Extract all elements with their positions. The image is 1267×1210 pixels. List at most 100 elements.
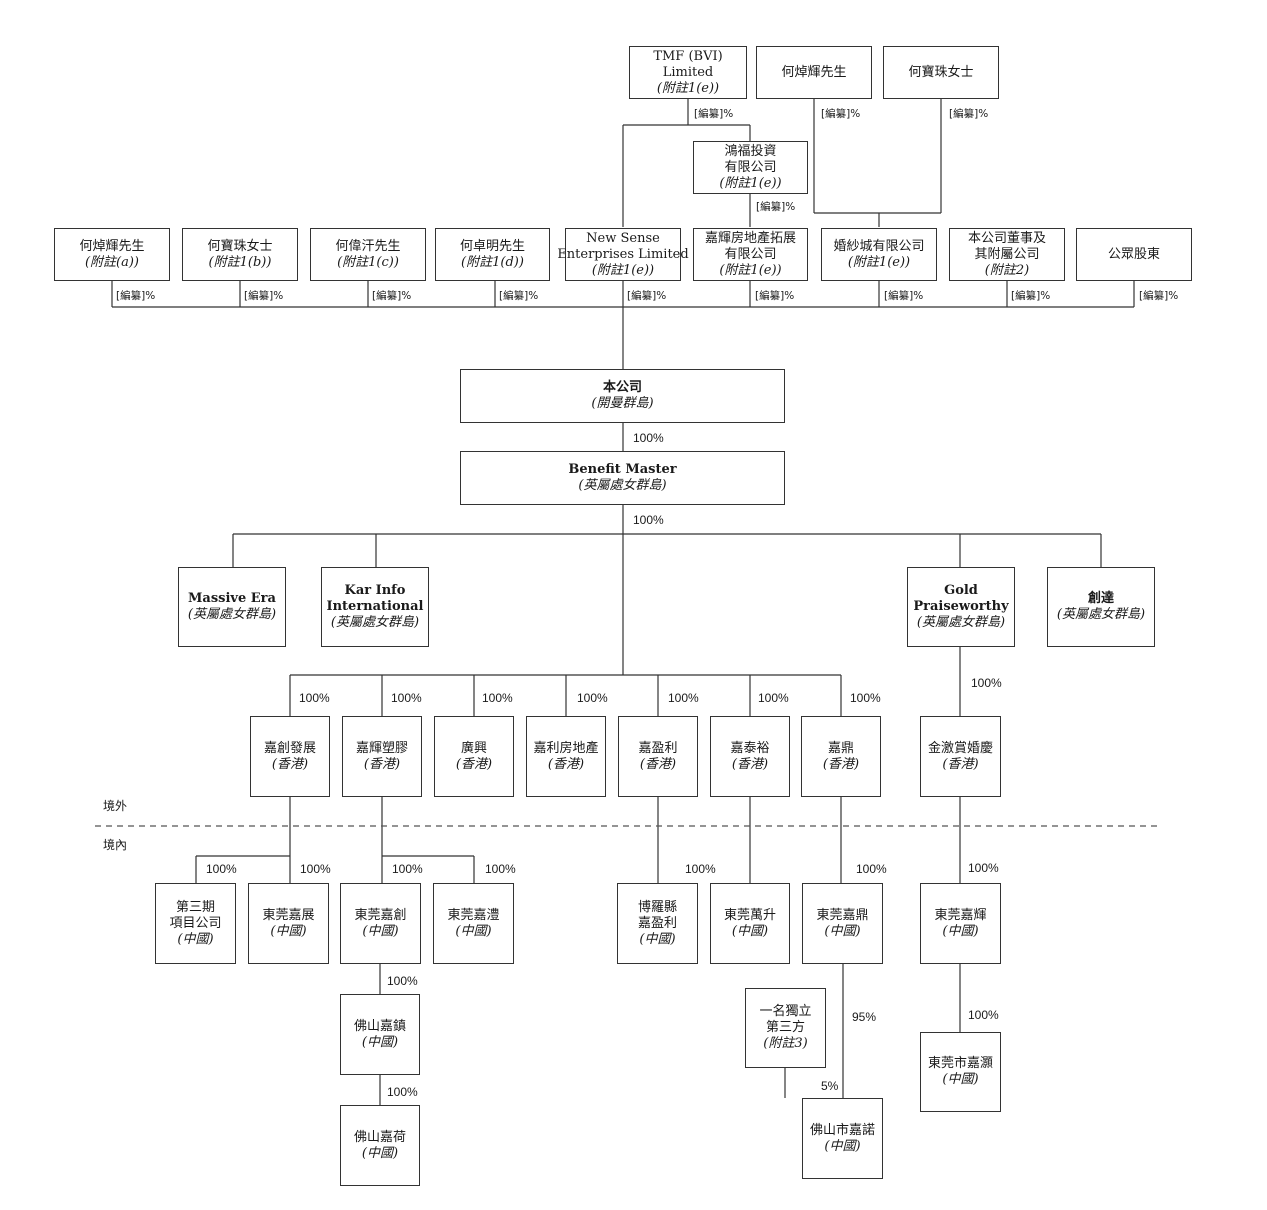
shareholder-pct: [編纂]%: [755, 290, 795, 302]
tmf-bvi-box: TMF (BVI) Limited (附註1(e)): [629, 46, 747, 99]
prc-sub-place: (中國): [177, 931, 214, 947]
shareholder-box: 婚紗城有限公司 (附註1(e)): [821, 228, 937, 281]
hung-fook-line2: 有限公司: [724, 159, 777, 175]
prc-sub-box: 博羅縣 嘉盈利 (中國): [617, 883, 698, 964]
shareholder-name-line2: Enterprises Limited: [557, 246, 689, 262]
shareholder-pct: [編纂]%: [884, 290, 924, 302]
company-place: (開曼群島): [591, 396, 654, 411]
foshan-jiazhen-place: (中國): [361, 1034, 399, 1050]
benefit-master-place: (英屬處女群島): [578, 478, 667, 493]
prc-sub-box: 東莞嘉展 (中國): [248, 883, 329, 964]
hk-sub-name: 嘉利房地產: [533, 740, 599, 756]
prc-sub-name: 第三期: [175, 899, 215, 915]
hk-sub-place: (香港): [363, 756, 401, 772]
shareholder-pct: [編纂]%: [244, 290, 284, 302]
hung-fook-pct: [編纂]%: [756, 201, 796, 213]
tmf-line2: Limited: [662, 64, 714, 80]
hk-sub-pct: 100%: [850, 691, 881, 705]
prc-sub-name: 東莞嘉展: [262, 907, 315, 923]
foshan-jiazhen-name: 佛山嘉鎮: [353, 1018, 406, 1034]
prc-sub-box: 東莞嘉鼎 (中國): [802, 883, 883, 964]
prc-sub-name: 東莞嘉創: [354, 907, 407, 923]
bvi-sub-name: 創達: [1087, 591, 1114, 606]
bvi-sub-place: (英屬處女群島): [1056, 607, 1146, 622]
prc-sub-box: 東莞嘉輝 (中國): [920, 883, 1001, 964]
shareholder-name: 本公司董事及: [967, 230, 1046, 246]
third-party-pct: 5%: [821, 1079, 839, 1093]
prc-sub-name: 博羅縣: [637, 899, 677, 915]
dongguan-jiahao-box: 東莞市嘉灝 (中國): [920, 1032, 1001, 1112]
bvi-sub-place: (英屬處女群島): [916, 615, 1006, 630]
ho-cheuk-fai-top-name: 何焯輝先生: [781, 64, 847, 80]
prc-sub-name-line2: 項目公司: [169, 915, 222, 931]
prc-sub-box: 東莞萬升 (中國): [710, 883, 790, 964]
bvi-sub-name: Gold: [944, 583, 978, 598]
benefit-master-pct-in: 100%: [633, 431, 664, 445]
hk-sub-pct: 100%: [971, 676, 1002, 690]
shareholder-name-line2: 有限公司: [724, 246, 777, 262]
hk-sub-place: (香港): [639, 756, 677, 772]
hk-sub-name: 嘉盈利: [638, 740, 678, 756]
foshan-jiahe-box: 佛山嘉荷 (中國): [340, 1105, 420, 1186]
shareholder-note: (附註1(e)): [719, 262, 782, 278]
shareholder-name: 嘉輝房地產拓展: [704, 230, 796, 246]
foshan-jiazhen-pct: 100%: [387, 974, 418, 988]
prc-sub-place: (中國): [639, 931, 676, 947]
hk-sub-name: 嘉鼎: [827, 740, 854, 756]
shareholder-name-line2: 其附屬公司: [974, 246, 1040, 262]
shareholder-box: 何焯輝先生 (附註(a)): [54, 228, 170, 281]
hk-sub-box: 嘉創發展 (香港): [250, 716, 330, 797]
hung-fook-line1: 鴻福投資: [724, 143, 777, 159]
bvi-sub-name-line2: Praiseworthy: [913, 599, 1009, 614]
shareholder-pct: [編纂]%: [372, 290, 412, 302]
shareholder-name: 何卓明先生: [459, 238, 525, 254]
hk-sub-name: 嘉輝塑膠: [355, 740, 408, 756]
third-party-note: (附註3): [763, 1036, 808, 1051]
ho-po-chu-top-name: 何寶珠女士: [908, 64, 974, 80]
bvi-sub-box: 創達 (英屬處女群島): [1047, 567, 1155, 647]
hk-sub-box: 嘉鼎 (香港): [801, 716, 881, 797]
shareholder-note: (附註1(c)): [337, 254, 399, 270]
prc-sub-box: 東莞嘉創 (中國): [340, 883, 421, 964]
hk-sub-place: (香港): [731, 756, 769, 772]
dongguan-jiahao-pct: 100%: [968, 1008, 999, 1022]
prc-sub-name: 東莞嘉澧: [447, 907, 500, 923]
benefit-master-pct-out: 100%: [633, 513, 664, 527]
prc-sub-place: (中國): [942, 923, 979, 939]
dongguan-jiahao-name: 東莞市嘉灝: [927, 1056, 993, 1071]
shareholder-box: 何卓明先生 (附註1(d)): [435, 228, 550, 281]
shareholder-name: 公眾股東: [1107, 246, 1160, 262]
hung-fook-note: (附註1(e)): [719, 175, 782, 191]
shareholder-pct: [編纂]%: [1139, 290, 1179, 302]
hk-sub-pct: 100%: [758, 691, 789, 705]
benefit-master-box: Benefit Master (英屬處女群島): [460, 451, 785, 505]
prc-sub-place: (中國): [455, 923, 492, 939]
foshan-jianuo-place: (中國): [824, 1138, 861, 1154]
shareholder-name: 何焯輝先生: [79, 238, 145, 254]
shareholder-note: (附註(a)): [84, 254, 140, 270]
tmf-line1: TMF (BVI): [653, 48, 723, 64]
prc-sub-name-line2: 嘉盈利: [637, 915, 677, 931]
shareholder-box: 本公司董事及 其附屬公司 (附註2): [949, 228, 1065, 281]
hk-sub-pct: 100%: [299, 691, 330, 705]
prc-sub-name: 東莞嘉鼎: [816, 907, 869, 923]
hk-sub-place: (香港): [547, 756, 585, 772]
shareholder-name: 何偉汗先生: [335, 238, 401, 254]
prc-sub-box: 東莞嘉澧 (中國): [433, 883, 514, 964]
shareholder-pct: [編纂]%: [627, 290, 667, 302]
hk-sub-box: 嘉利房地產 (香港): [526, 716, 606, 797]
dongguan-jiahao-place: (中國): [942, 1072, 979, 1087]
shareholder-note: (附註1(e)): [591, 262, 655, 278]
shareholder-box: New Sense Enterprises Limited (附註1(e)): [557, 228, 689, 281]
hk-sub-box: 嘉盈利 (香港): [618, 716, 698, 797]
hk-sub-box: 嘉泰裕 (香港): [710, 716, 790, 797]
prc-sub-name: 東莞萬升: [723, 907, 776, 923]
foshan-jiazhen-box: 佛山嘉鎮 (中國): [340, 994, 420, 1075]
shareholder-note: (附註1(b)): [208, 254, 272, 270]
foshan-jiahe-pct: 100%: [387, 1085, 418, 1099]
hk-sub-box: 金激賞婚慶 (香港): [920, 716, 1001, 797]
foshan-jianuo-name: 佛山市嘉諾: [809, 1122, 875, 1138]
ho-cheuk-fai-top-box: 何焯輝先生: [756, 46, 872, 99]
